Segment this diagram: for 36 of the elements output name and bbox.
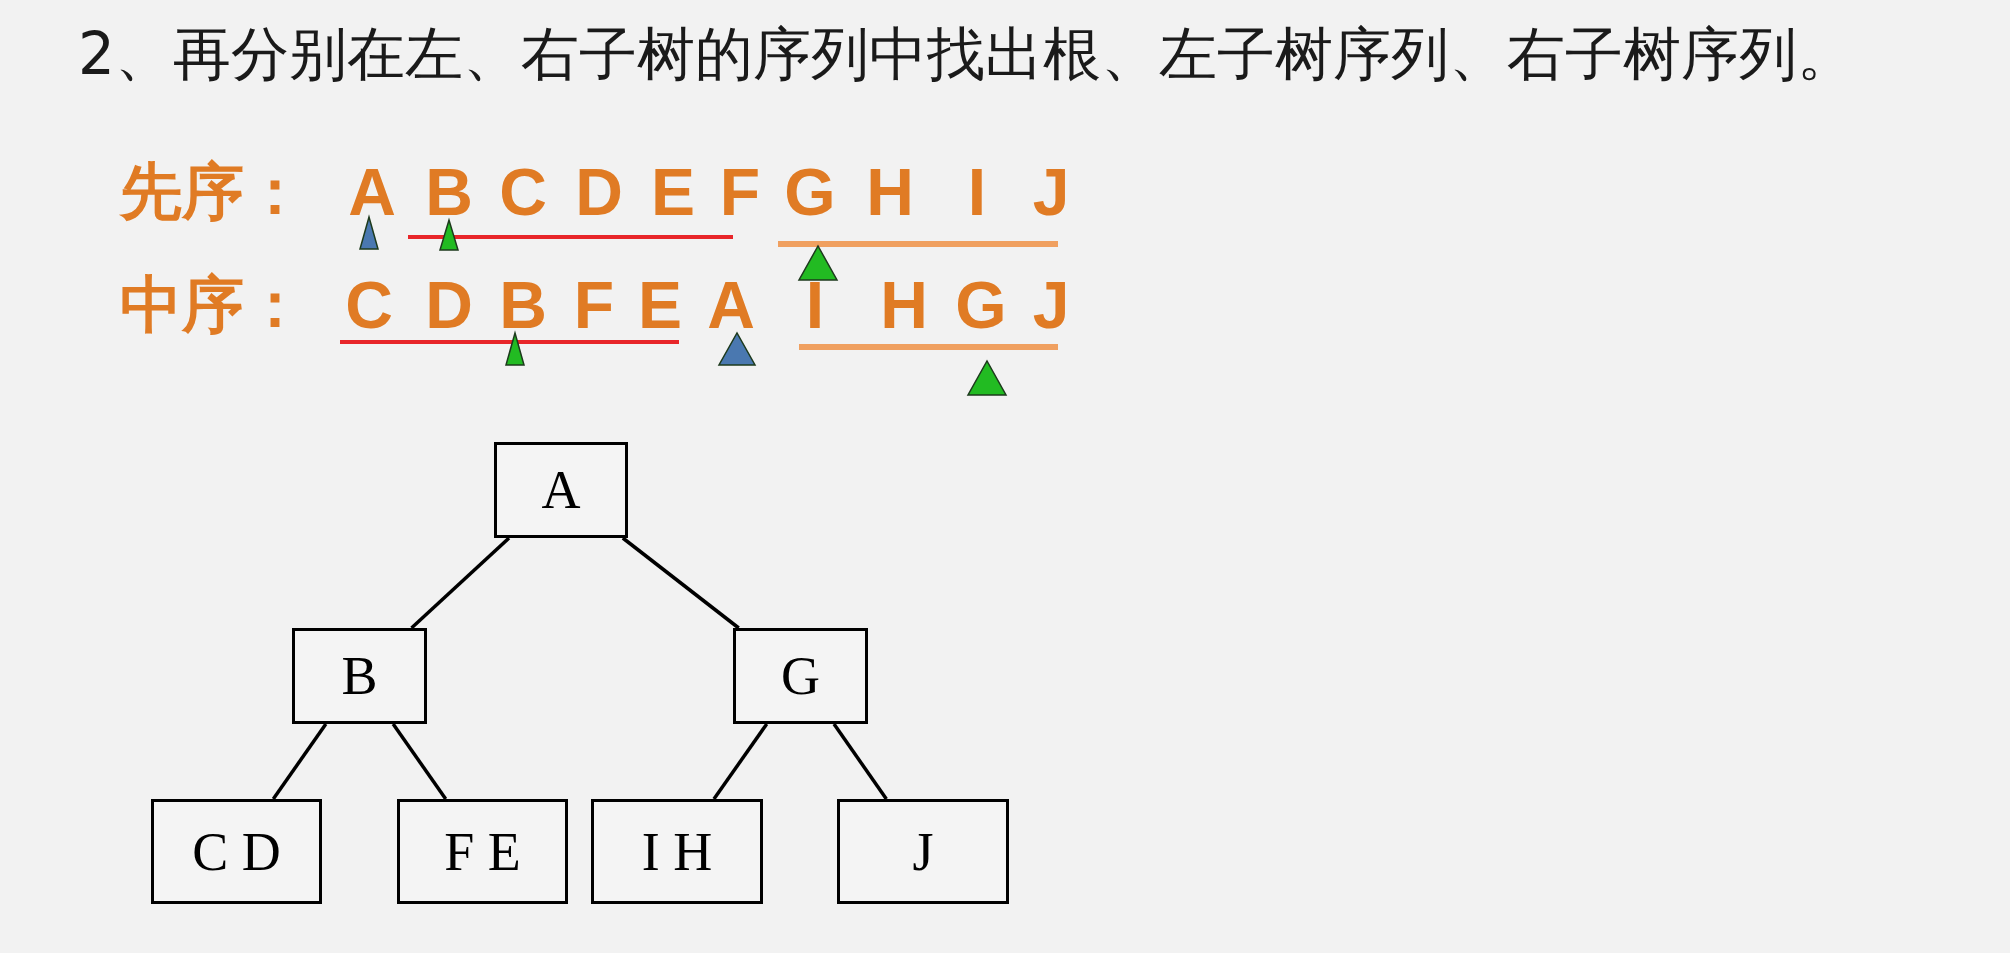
- sequence-letter: J: [1032, 272, 1070, 338]
- sequence-letter: C: [499, 159, 547, 225]
- sequence-letter: F: [573, 272, 615, 338]
- tree-node-box: I H: [591, 799, 763, 904]
- sequence-letter: G: [784, 159, 836, 225]
- sequence-letter: F: [719, 159, 761, 225]
- sequence-letter: G: [955, 272, 1007, 338]
- sequence-letter: D: [425, 272, 473, 338]
- sequence-letter: I: [967, 159, 987, 225]
- sequence-letter: E: [651, 159, 695, 225]
- sequence-label: 先序：: [120, 161, 306, 223]
- tree-node-box: A: [494, 442, 628, 538]
- tree-node-box: G: [733, 628, 868, 724]
- sequence-letter: A: [707, 272, 755, 338]
- sequence-letter: H: [880, 272, 928, 338]
- tree-node-box: C D: [151, 799, 322, 904]
- connector-line: [621, 536, 740, 630]
- connector-line: [410, 536, 511, 630]
- sequence-letter: B: [499, 272, 547, 338]
- sequence-letter: D: [575, 159, 623, 225]
- sequence-letter: A: [348, 159, 396, 225]
- tree-node-box: B: [292, 628, 427, 724]
- sequence-letter: C: [345, 272, 393, 338]
- sequence-letter: I: [805, 272, 825, 338]
- sequence-letter: E: [638, 272, 682, 338]
- connector-line: [391, 723, 448, 800]
- connector-line: [832, 723, 888, 800]
- sequence-letter: J: [1032, 159, 1070, 225]
- connector-line: [271, 723, 328, 800]
- sequence-letter: H: [866, 159, 914, 225]
- tree-node-box: J: [837, 799, 1009, 904]
- tree-node-box: F E: [397, 799, 568, 904]
- heading-text: 2、再分别在左、右子树的序列中找出根、左子树序列、右子树序列。: [78, 25, 1855, 83]
- sequence-letter: B: [425, 159, 473, 225]
- connector-line: [712, 723, 769, 800]
- sequence-label: 中序：: [120, 274, 306, 336]
